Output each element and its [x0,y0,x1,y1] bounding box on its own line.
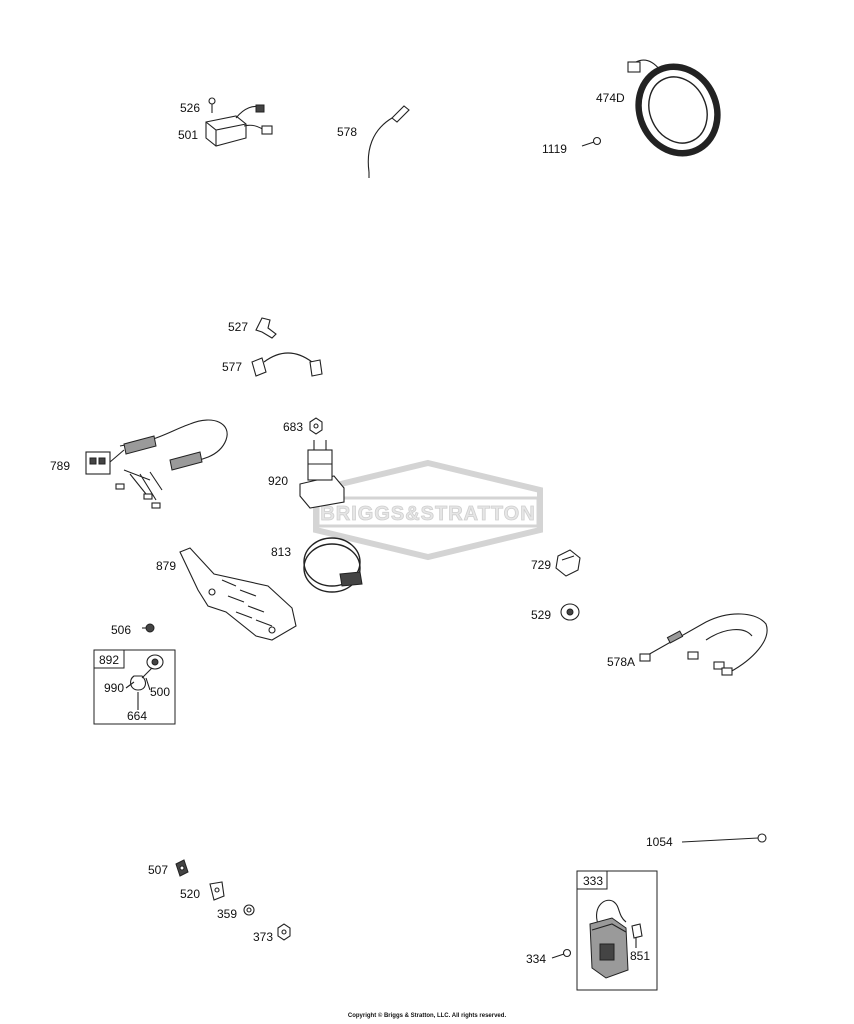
label-1119: 1119 [542,142,567,156]
label-851: 851 [630,949,650,963]
label-578: 578 [337,125,357,139]
part-1054-cable-tie[interactable] [681,833,767,843]
copyright-notice: Copyright © Briggs & Stratton, LLC. All … [347,1013,507,1019]
label-359: 359 [217,907,237,921]
part-789-harness[interactable] [85,419,228,509]
part-577-cable[interactable] [251,352,323,377]
part-501-regulator[interactable] [205,104,273,147]
label-892: 892 [99,653,119,667]
part-334-screw[interactable] [551,948,572,959]
part-506-screw[interactable] [142,623,155,633]
label-683: 683 [283,420,303,434]
kit-333-ignition-coil[interactable] [576,870,658,991]
label-990: 990 [104,681,124,695]
label-506: 506 [111,623,131,637]
part-527-clip[interactable] [255,317,277,339]
label-373: 373 [253,930,273,944]
label-879: 879 [156,559,176,573]
part-1119-screw[interactable] [581,136,602,147]
label-920: 920 [268,474,288,488]
part-359-washer[interactable] [243,904,255,916]
part-507-terminal[interactable] [175,859,189,877]
label-664: 664 [127,709,147,723]
label-500: 500 [150,685,170,699]
part-529-grommet[interactable] [560,603,580,621]
part-526-screw[interactable] [208,97,216,113]
label-578A: 578A [607,655,635,669]
label-527: 527 [228,320,248,334]
part-520-bracket[interactable] [209,881,225,901]
part-879-bracket[interactable] [179,547,297,641]
label-529: 529 [531,608,551,622]
logo-text: BRIGGS&STRATTON [320,503,535,525]
label-729: 729 [531,558,551,572]
part-729-clip[interactable] [555,549,581,577]
kit-892-key-switch[interactable] [93,649,176,725]
part-578A-harness[interactable] [639,613,768,676]
briggs-stratton-logo: BRIGGS&STRATTON [313,459,543,561]
label-333: 333 [583,874,603,888]
label-474D: 474D [596,91,625,105]
part-683-nut[interactable] [309,417,323,435]
label-501: 501 [178,128,198,142]
label-520: 520 [180,887,200,901]
label-789: 789 [50,459,70,473]
label-334: 334 [526,952,546,966]
part-373-nut[interactable] [277,923,291,941]
label-813: 813 [271,545,291,559]
part-578-sensor[interactable] [367,105,410,178]
label-577: 577 [222,360,242,374]
part-813-clamp[interactable] [303,537,363,593]
label-1054: 1054 [646,835,673,849]
label-507: 507 [148,863,168,877]
part-474D-alternator[interactable] [625,54,731,166]
part-920-solenoid[interactable] [299,440,345,509]
label-526: 526 [180,101,200,115]
